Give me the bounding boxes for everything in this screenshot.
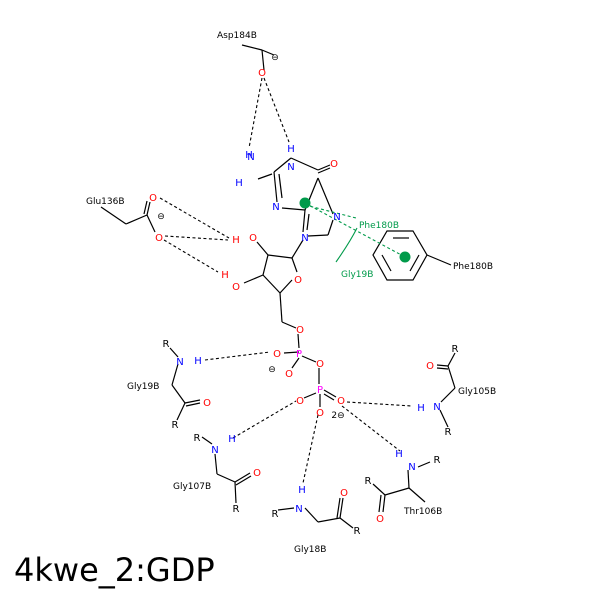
residue-gly19: Gly19B xyxy=(127,382,159,392)
svg-text:O: O xyxy=(337,396,345,407)
residue-asp184: Asp184B xyxy=(217,31,257,41)
svg-text:O: O xyxy=(330,159,338,170)
svg-text:R: R xyxy=(452,344,459,355)
svg-text:O: O xyxy=(296,325,304,336)
svg-text:O: O xyxy=(340,488,348,499)
svg-text:N: N xyxy=(272,202,279,213)
residue-phe180: Phe180B xyxy=(453,262,493,272)
oxygen-atoms: O O O O O O O O O O O O O O O O O O O xyxy=(149,68,434,525)
svg-text:P: P xyxy=(296,349,302,360)
svg-text:R: R xyxy=(272,509,279,520)
hydrogen-atoms: H H H H H H H H H H xyxy=(194,144,425,496)
charges: ⊖ ⊖ ⊖ 2⊖ xyxy=(157,53,344,421)
residue-labels: Asp184B Glu136B Phe180B Gly19B Phe180B G… xyxy=(86,31,496,555)
atom-labels: O O O O O O O O O O O O O O O O O O O N … xyxy=(149,53,458,537)
svg-text:N: N xyxy=(408,462,415,473)
residue-gly18: Gly18B xyxy=(294,545,326,555)
residue-phe180-contact: Phe180B xyxy=(359,221,399,231)
residue-gly19-contact: Gly19B xyxy=(341,270,373,280)
svg-text:⊖: ⊖ xyxy=(268,365,276,375)
svg-text:O: O xyxy=(155,233,163,244)
svg-text:R: R xyxy=(445,427,452,438)
svg-text:H: H xyxy=(395,449,403,460)
svg-text:R: R xyxy=(354,526,361,537)
residue-gly107: Gly107B xyxy=(173,482,211,492)
svg-text:O: O xyxy=(294,275,302,286)
diagram-title: 4kwe_2:GDP xyxy=(14,551,215,589)
svg-text:R: R xyxy=(194,433,201,444)
svg-text:O: O xyxy=(296,396,304,407)
svg-text:H: H xyxy=(194,356,202,367)
svg-text:O: O xyxy=(203,398,211,409)
residue-gly105: Gly105B xyxy=(458,387,496,397)
svg-text:H: H xyxy=(245,150,253,161)
svg-text:R: R xyxy=(233,504,240,515)
svg-text:N: N xyxy=(301,233,308,244)
svg-text:O: O xyxy=(273,349,281,360)
svg-text:H: H xyxy=(287,144,295,155)
hydrogen-bonds xyxy=(159,77,413,484)
svg-text:R: R xyxy=(434,455,441,466)
svg-text:O: O xyxy=(149,193,157,204)
svg-text:N: N xyxy=(176,357,183,368)
svg-text:N: N xyxy=(333,212,340,223)
svg-text:O: O xyxy=(426,361,434,372)
svg-text:N: N xyxy=(295,504,302,515)
phosphorus-atoms: P P xyxy=(296,349,323,396)
pi-stacking xyxy=(299,197,411,263)
residue-thr106: Thr106B xyxy=(403,507,442,517)
svg-text:2⊖: 2⊖ xyxy=(331,411,344,421)
svg-text:H: H xyxy=(221,270,229,281)
svg-text:R: R xyxy=(365,476,372,487)
svg-text:N: N xyxy=(433,402,440,413)
svg-text:⊖: ⊖ xyxy=(271,53,279,63)
svg-text:O: O xyxy=(316,359,324,370)
svg-text:N: N xyxy=(211,445,218,456)
r-groups: R R R R R R R R R R xyxy=(163,339,459,537)
svg-text:H: H xyxy=(232,235,240,246)
svg-text:O: O xyxy=(232,282,240,293)
svg-text:H: H xyxy=(417,403,425,414)
svg-text:R: R xyxy=(163,339,170,350)
svg-text:O: O xyxy=(376,514,384,525)
svg-text:O: O xyxy=(285,369,293,380)
svg-text:O: O xyxy=(253,468,261,479)
svg-text:⊖: ⊖ xyxy=(157,212,165,222)
svg-text:R: R xyxy=(172,420,179,431)
pi-centroid-phe xyxy=(399,251,411,263)
bond-skeleton xyxy=(100,44,456,529)
svg-text:P: P xyxy=(317,385,323,396)
svg-text:N: N xyxy=(287,162,294,173)
svg-text:O: O xyxy=(249,233,257,244)
svg-text:H: H xyxy=(228,434,236,445)
svg-text:H: H xyxy=(298,485,306,496)
pi-centroid-ligand xyxy=(299,197,311,209)
svg-text:H: H xyxy=(235,178,243,189)
svg-text:O: O xyxy=(316,408,324,419)
svg-text:N: N xyxy=(247,152,254,163)
svg-text:O: O xyxy=(258,68,266,79)
residue-glu136: Glu136B xyxy=(86,197,125,207)
nitrogen-atoms: N N N N N N N N N N xyxy=(176,152,440,515)
